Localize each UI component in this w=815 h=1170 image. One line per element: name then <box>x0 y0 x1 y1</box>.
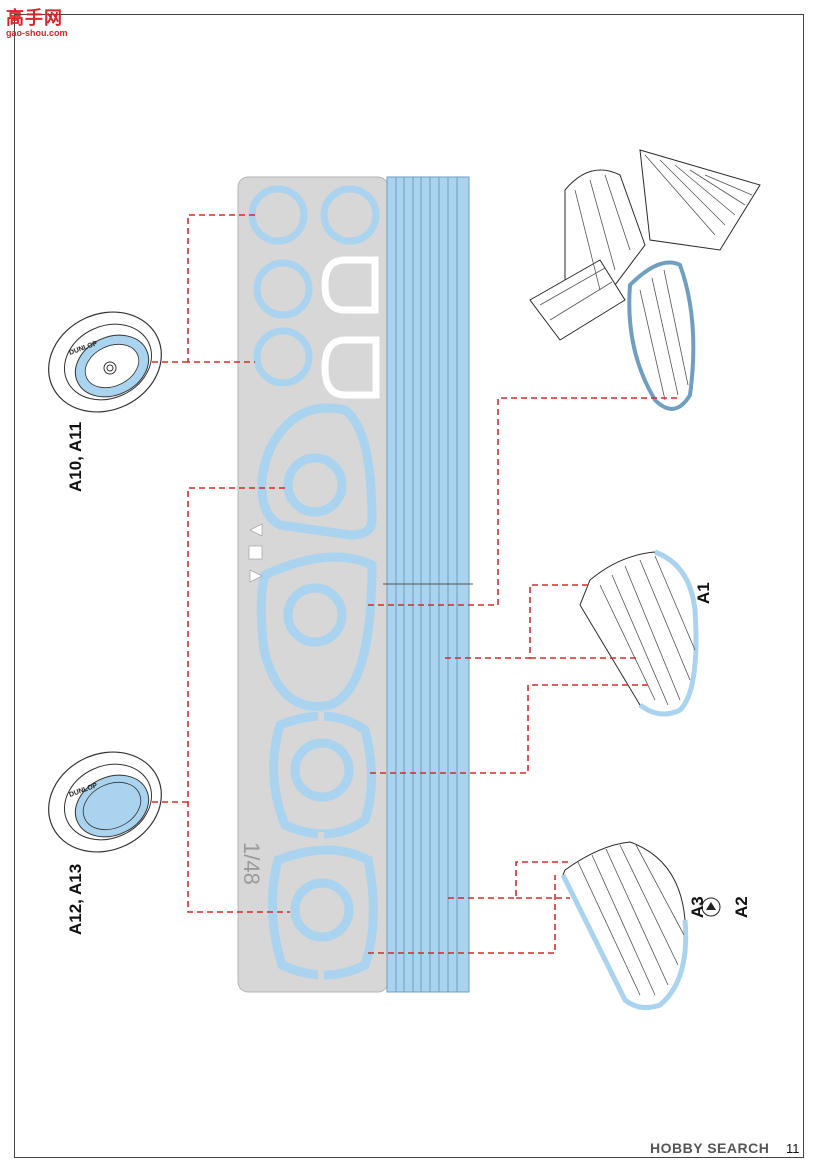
wheel-mask <box>269 711 376 839</box>
label-a1: A1 <box>694 582 713 604</box>
ring-mask <box>320 185 380 245</box>
label-a2: A2 <box>732 896 751 918</box>
wheel-illustration-a10-a11: DUNLOP <box>48 311 162 413</box>
wheel-mask-hub <box>290 738 354 802</box>
wheel-illustration-a12-a13: DUNLOP <box>48 751 162 853</box>
site-logo: 高手网 gao-shou.com <box>6 4 76 40</box>
ring-mask <box>253 259 313 319</box>
label-a10-a11: A10, A11 <box>66 421 85 492</box>
ring-mask <box>253 327 313 387</box>
wheel-mask-hub <box>283 453 347 517</box>
label-a12-a13: A12, A13 <box>66 863 85 935</box>
fret-code: 1/48 <box>239 842 264 885</box>
leader-lines <box>152 214 680 954</box>
wheel-mask <box>257 403 377 540</box>
site-logo-url: gao-shou.com <box>6 28 68 38</box>
tail-illustration <box>529 149 761 411</box>
wheel-mask-hub <box>283 583 347 647</box>
d-shape-mask <box>321 256 379 314</box>
page-number: 11 <box>786 1141 800 1156</box>
site-logo-text: 高手网 <box>6 8 63 29</box>
wheel-mask <box>267 845 378 980</box>
wheel-mask <box>256 552 377 711</box>
label-a3: A3 <box>688 896 707 918</box>
page-frame <box>14 14 804 1158</box>
d-shape-mask <box>321 336 380 399</box>
footer-brand: HOBBY SEARCH <box>650 1140 770 1156</box>
wing-illustration-a2-a3 <box>560 841 721 1011</box>
wheel-mask-hub <box>290 878 354 942</box>
wing-illustration-a1 <box>579 549 699 717</box>
mask-fret-sheet: 1/48 <box>237 176 473 993</box>
